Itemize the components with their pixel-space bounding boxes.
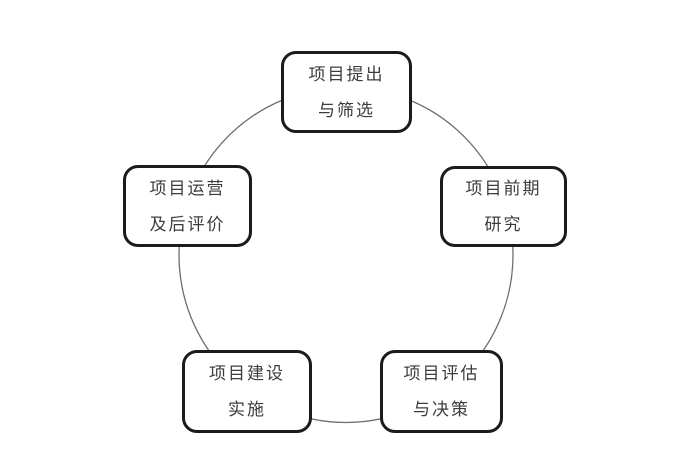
node-label-line: 项目前期 (465, 179, 542, 198)
node-label-line: 项目运营 (149, 178, 226, 198)
node-project-evaluation-decision: 项目评估 与决策 (380, 350, 503, 433)
node-project-proposal-screening: 项目提出 与筛选 (281, 51, 412, 133)
node-label-line: 与决策 (413, 400, 470, 419)
node-label-line: 项目建设 (209, 364, 285, 383)
node-label-line: 及后评价 (149, 214, 226, 234)
node-project-construction-implementation: 项目建设 实施 (182, 350, 312, 433)
node-label-line: 与筛选 (318, 100, 375, 120)
node-label-line: 项目评估 (403, 364, 480, 383)
node-label-line: 研究 (484, 215, 523, 234)
node-label-line: 项目提出 (308, 64, 385, 84)
node-label-line: 实施 (228, 400, 266, 419)
node-project-preliminary-research: 项目前期 研究 (440, 166, 567, 247)
node-project-operation-post-evaluation: 项目运营 及后评价 (123, 165, 252, 247)
